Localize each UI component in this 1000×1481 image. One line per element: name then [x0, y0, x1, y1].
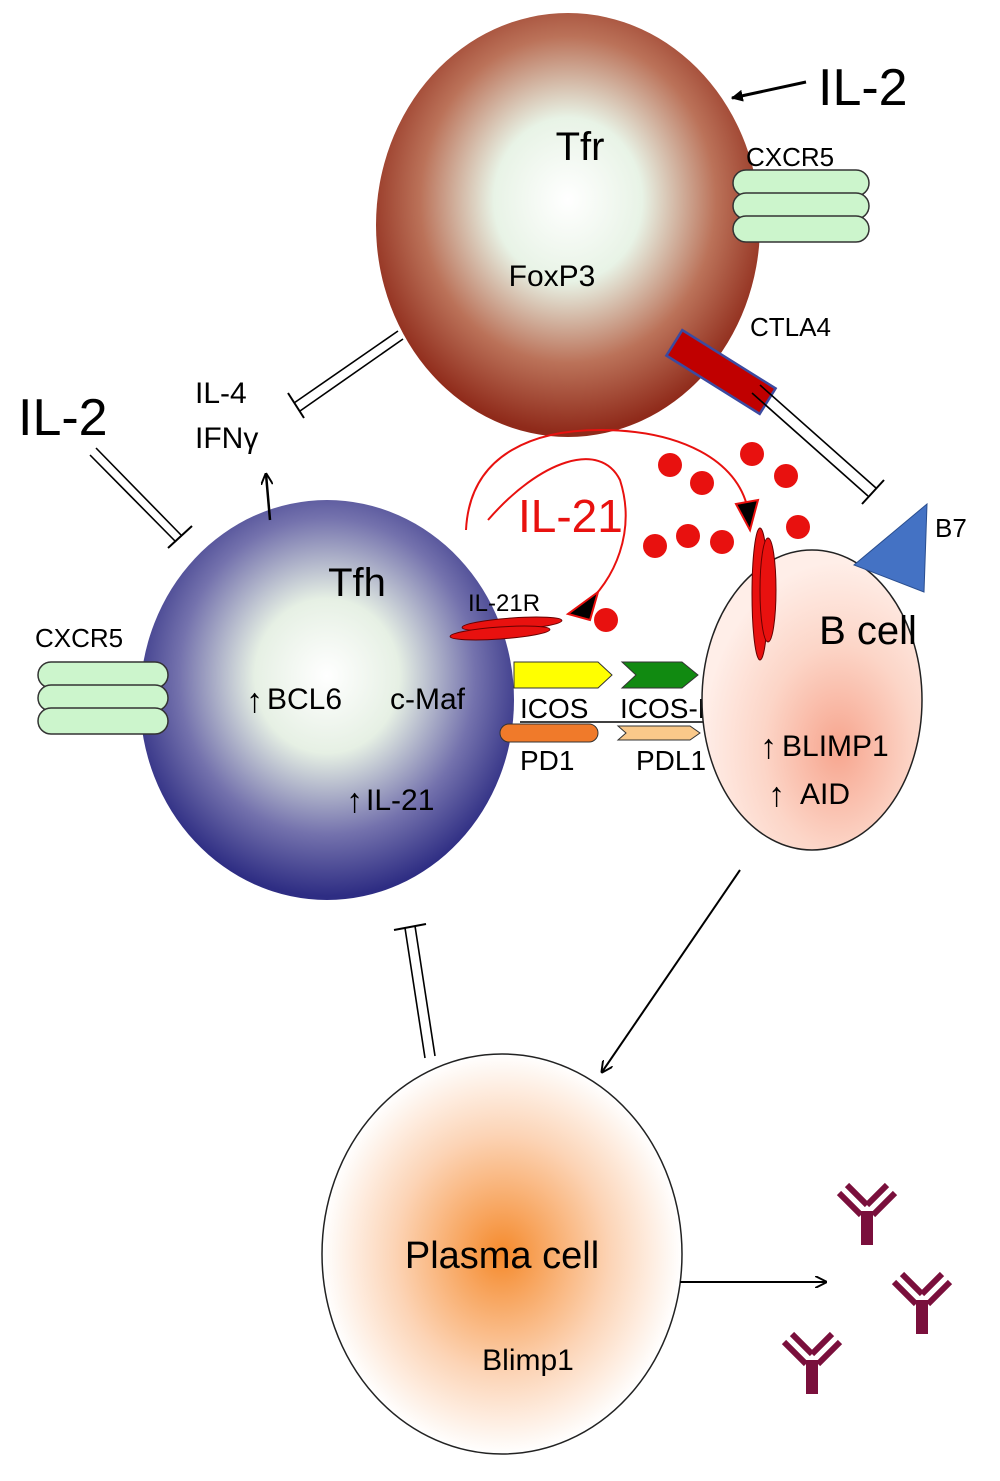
pd1-receptor — [499, 723, 599, 743]
il21r-receptor — [449, 616, 563, 641]
bcell-label: B cell — [819, 609, 917, 653]
bcl6-up-arrow: ↑ — [246, 682, 263, 720]
il2-top-label: IL-2 — [818, 59, 908, 117]
b7-ligand — [853, 502, 928, 593]
antibody-icon — [836, 1182, 898, 1245]
aid-up-arrow: ↑ — [768, 776, 785, 814]
pdl1-ligand — [616, 725, 701, 741]
cxcr5-tfh-label: CXCR5 — [35, 623, 123, 653]
plasma-cell-label: Plasma cell — [405, 1235, 599, 1277]
tfr-inhibits-il4-ifng — [287, 330, 404, 419]
bcell-to-plasma-arrow — [602, 869, 741, 1072]
blimp1-up-arrow: ↑ — [760, 728, 777, 766]
blimp1-bcell-label: BLIMP1 — [782, 730, 889, 763]
ctla4-label: CTLA4 — [750, 312, 831, 342]
il21-up-arrow: ↑ — [346, 782, 363, 820]
icos-label: ICOS — [520, 693, 588, 724]
ctla4-receptor — [664, 328, 778, 416]
bcl6-label: BCL6 — [267, 683, 342, 716]
il2-to-tfr-arrow — [730, 80, 807, 102]
antibody-icon — [781, 1331, 843, 1394]
icos-l-label: ICOS-L — [620, 693, 713, 724]
tfr-cell: Tfr FoxP3 — [376, 13, 760, 437]
il2-left-label: IL-2 — [18, 389, 108, 447]
antibody-icon — [891, 1271, 953, 1334]
plasma-inhibits-tfh — [393, 923, 436, 1059]
il2-inhibits-tfh — [89, 447, 193, 549]
tfr-label: Tfr — [556, 125, 605, 169]
il4-label: IL-4 — [195, 377, 247, 410]
aid-label: AID — [800, 778, 850, 811]
cxcr5-tfr-receptor — [732, 169, 870, 243]
plasma-cell: Plasma cell Blimp1 — [321, 1053, 683, 1455]
il21-signaling: IL-21 — [465, 428, 760, 622]
blimp1-plasma-label: Blimp1 — [482, 1344, 574, 1377]
il21r-bcell-receptor — [751, 527, 777, 661]
pdl1-label: PDL1 — [636, 745, 706, 776]
il21r-label: IL-21R — [468, 590, 540, 617]
ifng-label: IFNγ — [195, 422, 258, 455]
cxcr5-tfh-receptor — [37, 661, 169, 735]
b7-label: B7 — [935, 513, 967, 543]
foxp3-label: FoxP3 — [509, 260, 596, 293]
icos-l-ligand — [620, 661, 699, 689]
il21-molecules — [594, 442, 810, 632]
tfh-label: Tfh — [328, 561, 386, 605]
cmaf-label: c-Maf — [390, 683, 466, 716]
icos-receptor — [513, 661, 613, 689]
ctla4-inhibits-b7 — [751, 384, 885, 505]
b-cell: B cell ↑ BLIMP1 ↑ AID — [701, 549, 923, 851]
pd1-label: PD1 — [520, 745, 574, 776]
tfh-to-il4-ifng-arrow — [266, 474, 270, 521]
cxcr5-tfr-label: CXCR5 — [746, 142, 834, 172]
il21-tfh-label: IL-21 — [366, 784, 434, 817]
tfh-cell: Tfh ↑ BCL6 c-Maf ↑ IL-21 — [140, 500, 514, 900]
il21-label: IL-21 — [518, 490, 623, 542]
